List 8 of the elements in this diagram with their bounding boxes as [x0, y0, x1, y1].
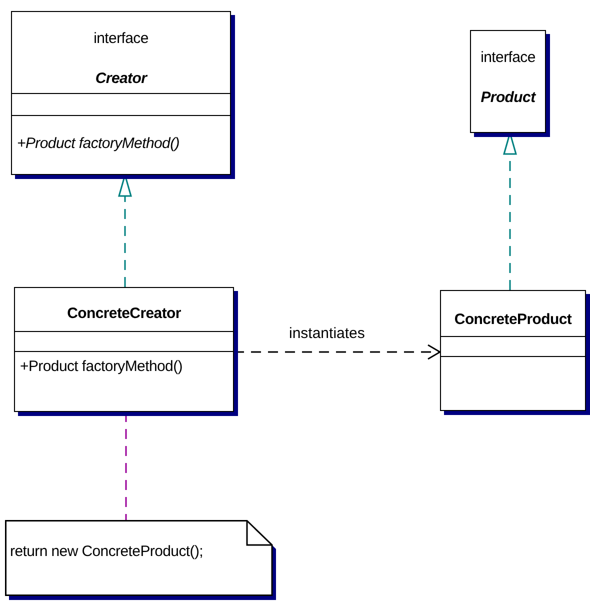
method-label: +Product factoryMethod()	[17, 135, 180, 153]
method-label: +Product factoryMethod()	[20, 358, 182, 376]
class-name: Creator	[95, 70, 147, 88]
class-name: Product	[480, 89, 536, 107]
class-name: ConcreteCreator	[67, 305, 181, 323]
class-name: ConcreteProduct	[454, 311, 572, 329]
stereotype-label: interface	[94, 30, 148, 48]
stereotype-label: interface	[480, 49, 536, 67]
